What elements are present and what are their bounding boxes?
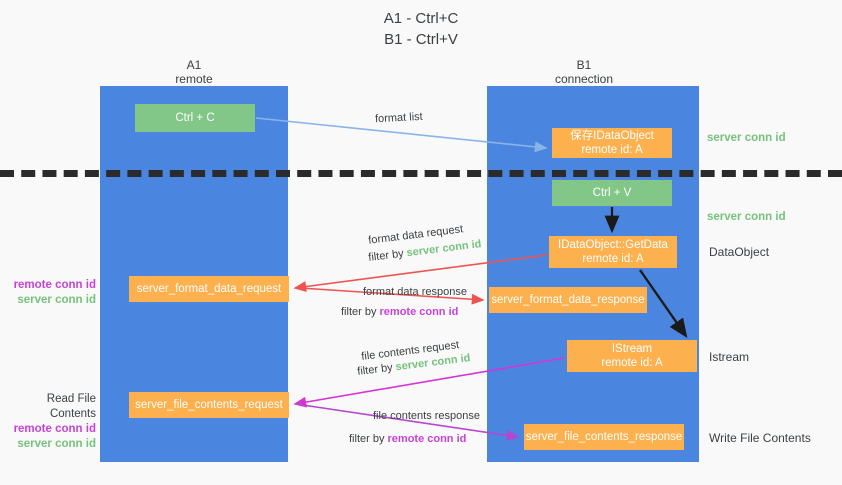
edge-format-list	[255, 117, 548, 153]
annotation-conn-ids-file: Read File Contents remote conn id server…	[8, 392, 96, 452]
title-line-2: B1 - Ctrl+V	[384, 31, 458, 48]
annotation-read-file-contents: Read File Contents	[46, 393, 96, 420]
edge-label-format-data-response-filter: filter by remote conn id	[341, 305, 458, 319]
edge-label-format-data-response: format data response	[363, 286, 467, 298]
column-header-b1: B1 connection	[494, 58, 674, 86]
node-save-dataobject-line1: 保存IDataObject	[570, 130, 654, 142]
filter-value: remote conn id	[379, 306, 459, 318]
filter-prefix: filter by	[349, 433, 388, 445]
node-save-dataobject-line2: remote id: A	[581, 144, 643, 156]
edge-label-format-list: format list	[374, 110, 423, 126]
node-server-file-contents-response-label: server_file_contents_response	[525, 431, 683, 443]
node-server-file-contents-request-label: server_file_contents_request	[135, 399, 283, 411]
node-ctrl-c[interactable]: Ctrl + C	[135, 104, 255, 132]
node-server-format-data-response[interactable]: server_format_data_response	[489, 287, 647, 313]
annotation-server-conn-id-format: server conn id	[17, 294, 96, 306]
annotation-remote-conn-id-file: remote conn id	[13, 423, 96, 435]
column-a1-name: A1	[186, 58, 202, 72]
node-getdata-line2: remote id: A	[582, 253, 644, 265]
edge-getdata-istream	[639, 269, 688, 338]
column-header-a1: A1 remote	[104, 58, 284, 86]
edge-format-data-response	[299, 287, 485, 305]
node-save-dataobject[interactable]: 保存IDataObject remote id: A	[552, 128, 672, 158]
title-line-1: A1 - Ctrl+C	[383, 10, 459, 27]
annotation-conn-ids-format: remote conn id server conn id	[8, 278, 96, 308]
node-istream-line2: remote id: A	[601, 357, 663, 369]
annotation-server-conn-id-top: server conn id	[707, 132, 786, 144]
column-b1-name: B1	[576, 58, 592, 72]
section-divider	[0, 170, 842, 177]
edge-format-data-request	[293, 254, 548, 292]
node-server-file-contents-request[interactable]: server_file_contents_request	[129, 392, 289, 418]
annotation-istream: Istream	[709, 350, 750, 364]
node-ctrl-v[interactable]: Ctrl + V	[552, 180, 672, 206]
page-title: A1 - Ctrl+C B1 - Ctrl+V	[0, 8, 842, 50]
node-ctrl-v-label: Ctrl + V	[592, 187, 632, 199]
column-b1-sub: connection	[554, 72, 614, 86]
annotation-remote-conn-id-format: remote conn id	[13, 279, 96, 291]
node-getdata[interactable]: IDataObject::GetData remote id: A	[549, 236, 677, 268]
annotation-server-conn-id-mid: server conn id	[707, 211, 786, 223]
edge-file-contents-response	[295, 403, 520, 441]
column-a1-sub: remote	[175, 72, 213, 86]
annotation-write-file-contents: Write File Contents	[709, 431, 811, 445]
filter-prefix: filter by	[341, 306, 380, 318]
node-server-format-data-response-label: server_format_data_response	[491, 294, 645, 306]
node-istream-line1: IStream	[611, 343, 653, 355]
node-server-file-contents-response[interactable]: server_file_contents_response	[524, 424, 684, 450]
edge-file-contents-request	[293, 357, 565, 408]
node-getdata-line1: IDataObject::GetData	[558, 239, 668, 251]
node-server-format-data-request-label: server_format_data_request	[136, 283, 282, 295]
node-ctrl-c-label: Ctrl + C	[175, 112, 215, 124]
filter-value: remote conn id	[387, 433, 467, 445]
node-istream[interactable]: IStream remote id: A	[567, 340, 697, 372]
edge-label-file-contents-response: file contents response	[373, 410, 481, 422]
edge-label-file-contents-response-filter: filter by remote conn id	[349, 432, 466, 446]
annotation-dataobject: DataObject	[709, 245, 770, 259]
annotation-server-conn-id-file: server conn id	[17, 438, 96, 450]
node-server-format-data-request[interactable]: server_format_data_request	[129, 276, 289, 302]
